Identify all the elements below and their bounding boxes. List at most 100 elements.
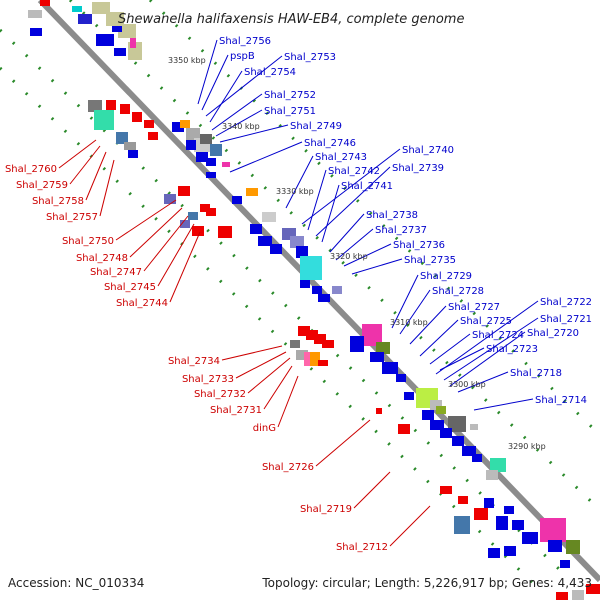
gene-features [28,0,600,600]
gene-feature [454,516,470,534]
gene-feature [178,186,190,196]
gene-label[interactable]: Shal_2732 [194,389,246,400]
gene-label[interactable]: Shal_2745 [104,282,156,293]
gene-feature [300,256,322,280]
gene-feature [78,14,92,24]
leader-line [205,55,283,117]
leader-line [285,155,314,209]
gene-label[interactable]: Shal_2756 [219,36,271,47]
gene-feature [262,212,276,222]
gene-label[interactable]: Shal_2753 [284,52,336,63]
gene-feature [124,142,136,150]
gene-label[interactable]: Shal_2724 [472,330,524,341]
leader-line [307,169,327,231]
leader-line [399,289,431,335]
leader-line [115,199,177,241]
gene-label[interactable]: Shal_2743 [315,152,367,163]
gene-feature [296,350,308,360]
gene-label[interactable]: Shal_2740 [402,145,454,156]
leader-line [315,419,371,467]
gene-label[interactable]: Shal_2744 [116,298,168,309]
gene-feature [186,140,196,150]
gene-feature [572,590,584,600]
gene-label[interactable]: Shal_2727 [448,302,500,313]
leader-line [409,305,447,345]
gene-label[interactable]: Shal_2720 [527,328,579,339]
gene-feature [130,38,136,48]
gene-feature [232,196,242,204]
gene-feature [196,152,208,162]
gene-label[interactable]: Shal_2721 [540,314,592,325]
leader-line [435,300,539,375]
gene-label[interactable]: Shal_2758 [32,196,84,207]
gene-label[interactable]: Shal_2757 [46,212,98,223]
gene-label[interactable]: Shal_2759 [16,180,68,191]
gene-label[interactable]: Shal_2736 [393,240,445,251]
leader-line [457,371,509,393]
gene-feature [404,392,414,400]
leader-line [389,505,431,547]
leader-line [315,166,391,237]
gene-feature [94,110,114,130]
gene-label[interactable]: Shal_2746 [304,138,356,149]
gene-label[interactable]: Shal_2729 [420,271,472,282]
gene-label[interactable]: Shal_2714 [535,395,587,406]
gene-label[interactable]: Shal_2752 [264,90,316,101]
gene-feature [144,120,154,128]
gene-feature [318,294,330,302]
kbp-label: 3330 kbp [276,187,314,196]
leader-line [143,215,189,272]
gene-feature [560,560,570,568]
gene-feature [332,286,342,294]
gene-label[interactable]: Shal_2760 [5,164,57,175]
gene-label[interactable]: Shal_2731 [210,405,262,416]
gene-label[interactable]: pspB [230,51,255,62]
gene-label[interactable]: Shal_2738 [366,210,418,221]
gene-feature [206,208,216,216]
gene-feature [548,540,562,552]
gene-feature [296,246,308,258]
leader-line [439,347,485,371]
gene-feature [496,516,508,530]
gene-label[interactable]: dinG [253,423,276,434]
gene-feature [258,236,272,246]
gene-label[interactable]: Shal_2735 [404,255,456,266]
gene-feature [106,12,124,26]
gene-label[interactable]: Shal_2722 [540,297,592,308]
gene-label[interactable]: Shal_2719 [300,504,352,515]
gene-feature [472,454,482,462]
genome-title: Shewanella halifaxensis HAW-EB4, complet… [118,12,464,27]
gene-label[interactable]: Shal_2748 [76,253,128,264]
gene-feature [540,518,566,542]
gene-label[interactable]: Shal_2726 [262,462,314,473]
gene-feature [92,2,110,14]
gene-feature [148,132,158,140]
tick-line [68,0,600,512]
gene-label[interactable]: Shal_2749 [290,121,342,132]
leader-line [443,317,539,381]
gene-label[interactable]: Shal_2734 [168,356,220,367]
gene-feature [132,112,142,122]
gene-feature [290,236,304,248]
gene-label[interactable]: Shal_2754 [244,67,296,78]
gene-feature [396,374,406,382]
gene-label[interactable]: Shal_2737 [375,225,427,236]
gene-label[interactable]: Shal_2742 [328,166,380,177]
gene-label[interactable]: Shal_2739 [392,163,444,174]
gene-label[interactable]: Shal_2718 [510,368,562,379]
gene-feature [566,540,580,554]
gene-label[interactable]: Shal_2750 [62,236,114,247]
gene-label[interactable]: Shal_2733 [182,374,234,385]
gene-label[interactable]: Shal_2728 [432,286,484,297]
gene-label[interactable]: Shal_2741 [341,181,393,192]
gene-label[interactable]: Shal_2751 [264,106,316,117]
gene-label[interactable]: Shal_2712 [336,542,388,553]
gene-feature [206,158,216,166]
gene-label[interactable]: Shal_2723 [486,344,538,355]
gene-label[interactable]: Shal_2725 [460,316,512,327]
gene-feature [470,424,478,430]
leader-line [277,375,299,428]
gene-label[interactable]: Shal_2747 [90,267,142,278]
